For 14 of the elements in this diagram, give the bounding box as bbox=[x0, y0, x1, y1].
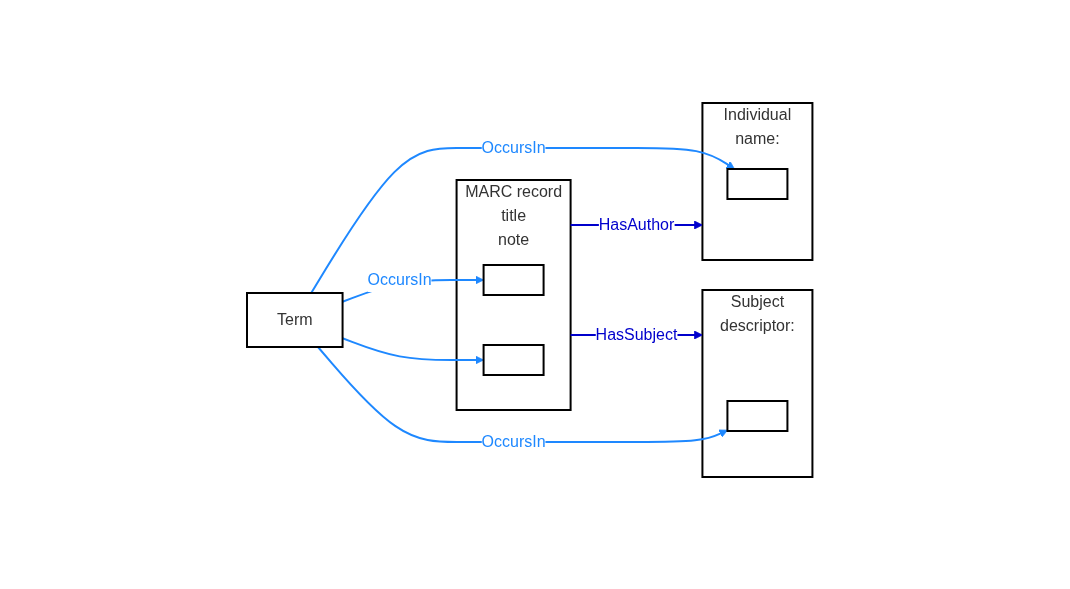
node-box bbox=[482, 344, 545, 376]
cluster: Subject descriptor: bbox=[701, 289, 814, 478]
cluster: MARC record title note bbox=[455, 179, 572, 411]
cluster: Individual name: bbox=[701, 102, 814, 261]
edge-label: HasAuthor bbox=[598, 216, 675, 233]
edge-label: OccursIn bbox=[481, 433, 546, 450]
node-box bbox=[482, 264, 545, 296]
arrow bbox=[310, 147, 736, 294]
edge-label: HasSubject bbox=[595, 326, 678, 343]
edge-label: OccursIn bbox=[367, 271, 432, 288]
edge-label: OccursIn bbox=[481, 139, 546, 156]
node-box bbox=[726, 400, 789, 432]
node-box: Term bbox=[246, 292, 344, 348]
node-box bbox=[726, 168, 789, 200]
